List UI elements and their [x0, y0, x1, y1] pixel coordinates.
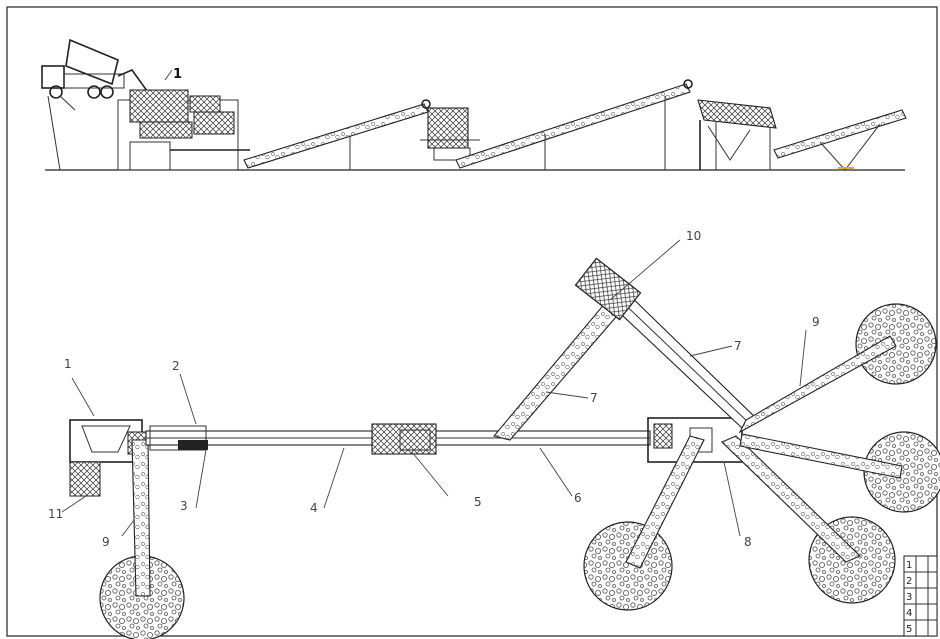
- elevation-conveyor-2: [455, 79, 693, 170]
- plan-return-conveyor-b: [605, 287, 759, 429]
- dump-truck: [41, 38, 125, 171]
- elevation-conveyor-3: [773, 109, 907, 171]
- legend-row-1: 1: [906, 560, 912, 571]
- plan-callout-2: 2: [172, 359, 180, 373]
- legend-row-2: 2: [906, 576, 912, 587]
- stockpile-3: [863, 431, 940, 513]
- plan-return-conveyor-a: [493, 301, 623, 441]
- legend-row-5: 5: [906, 624, 912, 635]
- plan-view: 1 2 3 4 5 6 7 7 8 9 9 10 11: [48, 229, 940, 639]
- stockpile-1: [583, 521, 673, 611]
- plan-stockpile-conveyor-4: [738, 335, 897, 434]
- legend-table: 1 2 3 4 5: [903, 555, 938, 637]
- plan-callout-9b: 9: [812, 315, 820, 329]
- plan-conveyor-feed: [131, 439, 151, 597]
- elevation-conveyor-1: [243, 99, 431, 170]
- plan-secondary-crusher: [574, 257, 642, 321]
- plan-main-conveyor: [145, 423, 651, 455]
- plan-callout-8: 8: [744, 535, 752, 549]
- plan-callout-5: 5: [474, 495, 482, 509]
- stockpile-4: [855, 303, 937, 385]
- plan-callout-7b: 7: [734, 339, 742, 353]
- plan-callout-7a: 7: [590, 391, 598, 405]
- drawing-frame: [6, 6, 938, 637]
- plan-callout-1: 1: [64, 357, 72, 371]
- legend-row-4: 4: [906, 608, 912, 619]
- plan-callout-6: 6: [574, 491, 582, 505]
- plan-stockpile-conveyor-2: [721, 435, 861, 563]
- plan-callout-11: 11: [48, 507, 63, 521]
- plan-callout-9a: 9: [102, 535, 110, 549]
- plan-callout-3: 3: [180, 499, 188, 513]
- elevation-crusher: [420, 107, 480, 161]
- elevation-vibrating-screen: [697, 99, 777, 170]
- elevation-callout-1: 1: [173, 67, 182, 82]
- plan-callout-10: 10: [686, 229, 701, 243]
- elevation-view: 1: [41, 38, 907, 171]
- feeder-hopper: 1: [117, 67, 250, 171]
- plan-stockpile-conveyor-1: [625, 435, 705, 569]
- plan-callout-4: 4: [310, 501, 318, 515]
- plan-stockpile-conveyor-3: [739, 433, 903, 479]
- legend-row-3: 3: [906, 592, 912, 603]
